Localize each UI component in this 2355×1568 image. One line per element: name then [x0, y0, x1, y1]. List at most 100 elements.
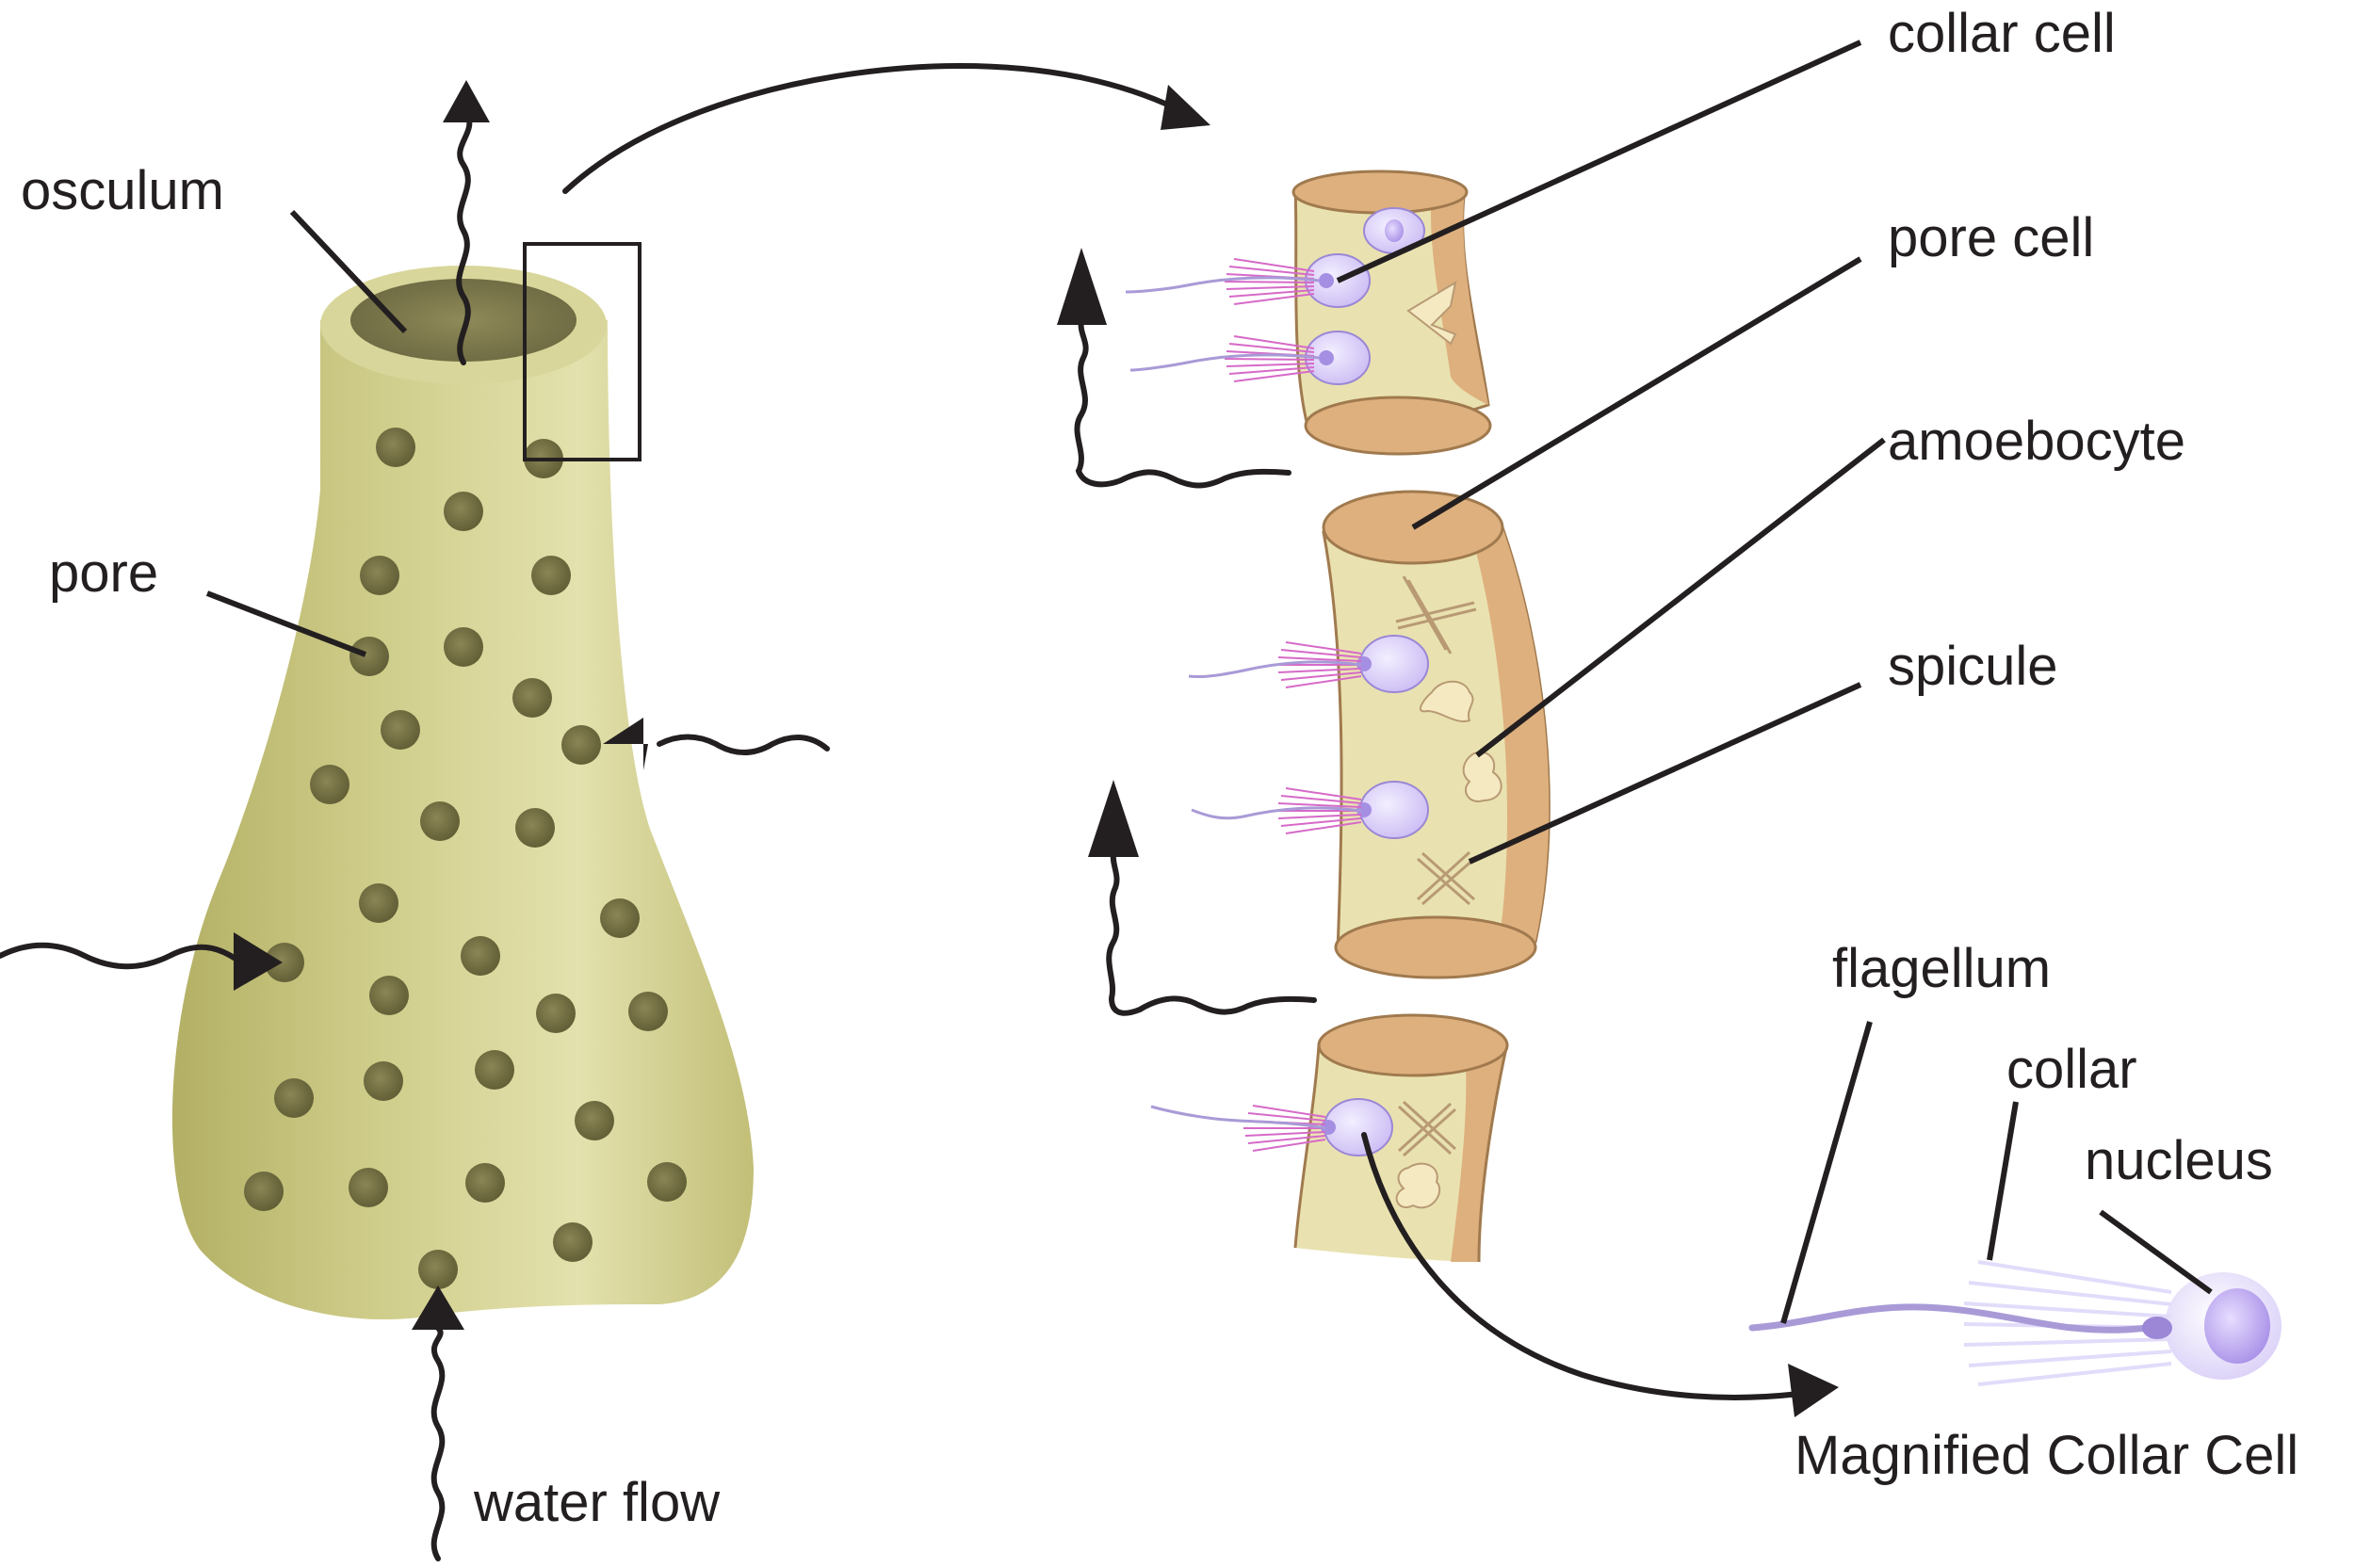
leader-osculum: [289, 209, 408, 334]
pore-dot: [418, 1250, 458, 1289]
osculum-opening: [350, 279, 577, 362]
leader-nucleus: [2099, 1209, 2213, 1295]
leader-collar: [1987, 1101, 2019, 1261]
pore-dot: [244, 1172, 284, 1211]
label-water-flow: water flow: [473, 1472, 721, 1533]
sponge-body-shape: [171, 320, 755, 1320]
leader-amoebocyte: [1475, 437, 1886, 758]
inflow-arrow-bottom: [430, 1325, 446, 1561]
pore-dot: [444, 627, 483, 667]
big-cell-nucleus: [2204, 1288, 2270, 1364]
pore-dot: [420, 801, 460, 841]
zoom-arrow-curve: [562, 62, 1178, 194]
pore-dot: [515, 808, 555, 848]
label-spicule: spicule: [1888, 636, 2058, 697]
big-flagellum: [1748, 1303, 2152, 1334]
label-magnified-collar-cell: Magnified Collar Cell: [1795, 1425, 2298, 1486]
leader-pore: [205, 590, 367, 657]
amoebocyte-shape: [1406, 280, 1457, 346]
collar-cell-3: [1188, 635, 1429, 693]
tissue-bottom-cap: [1334, 915, 1537, 979]
label-flagellum: flagellum: [1832, 938, 2051, 999]
pore-dot: [444, 492, 483, 531]
pore-dot: [512, 678, 552, 718]
pore-dot: [475, 1050, 514, 1090]
pore-dot: [575, 1101, 614, 1140]
water-flow-arrows: [0, 80, 830, 1561]
pore-dot: [364, 1061, 403, 1101]
inflow-arrowhead-left: [234, 932, 283, 991]
pore-dot: [381, 710, 420, 750]
pore-dot: [531, 556, 571, 595]
inflow-arrow-left: [0, 942, 238, 970]
zoom-arrowhead: [1161, 85, 1210, 130]
outflow-arrow: [456, 110, 473, 365]
tissue-flow-arrows: [1057, 248, 1317, 1016]
sponge-body: [171, 242, 755, 1320]
tissue-edge: [1431, 188, 1488, 405]
pore-dot: [310, 765, 349, 804]
amoebocyte-shape: [1462, 751, 1502, 802]
spicule-2: [1416, 850, 1475, 906]
spicule-1: [1395, 575, 1477, 655]
flagellum: [1191, 806, 1362, 820]
tissue-top-cap: [1317, 1013, 1509, 1077]
magnify-arrowhead: [1788, 1364, 1839, 1417]
label-pore-cell: pore cell: [1888, 207, 2094, 268]
leader-collar-cell: [1336, 40, 1862, 283]
inflow-arrowhead-bottom: [412, 1285, 464, 1330]
spicule-3: [1397, 1100, 1457, 1157]
outflow-arrowhead: [443, 80, 490, 122]
pore-dot: [536, 994, 576, 1033]
leader-spicule: [1468, 682, 1862, 865]
pore-dot: [349, 637, 389, 676]
pore-dot: [461, 936, 500, 976]
tissue-segment-bottom: [1150, 1013, 1509, 1263]
pore-dot: [465, 1163, 505, 1203]
leader-lines: [205, 40, 2213, 1324]
tissue-segment-middle: [1188, 490, 1551, 979]
zoom-box: [523, 242, 642, 461]
magnify-arrow-curve: [1361, 1132, 1802, 1400]
pore-dot: [369, 976, 409, 1015]
label-pore: pore: [49, 542, 158, 604]
pore-dot: [553, 1222, 593, 1262]
zoom-arrow: [562, 62, 1210, 194]
pore-dot: [274, 1078, 314, 1118]
pore-dot: [376, 428, 415, 467]
flow-arrow-upper: [1074, 317, 1291, 489]
collar-cell-nucleus: [1319, 350, 1334, 365]
inflow-arrowhead-right: [603, 718, 648, 770]
collar-cell-2: [1129, 331, 1371, 385]
leader-flagellum: [1780, 1021, 1873, 1324]
label-osculum: osculum: [21, 160, 224, 221]
tissue-segment-top: [1125, 170, 1492, 456]
amoebocyte-shape: [1395, 1162, 1441, 1209]
pore-dot: [359, 883, 398, 923]
pore-dot: [647, 1162, 687, 1202]
flagellum: [1129, 353, 1320, 372]
pore-dot: [561, 725, 601, 765]
flagellum: [1125, 276, 1320, 294]
flow-arrowhead-lower: [1088, 780, 1139, 857]
leader-pore-cell: [1411, 256, 1862, 530]
pores: [244, 428, 687, 1289]
tissue-edge: [1451, 1041, 1507, 1262]
tissue-face: [1295, 1026, 1507, 1262]
flow-arrowhead-upper: [1057, 248, 1107, 325]
tissue-top-cap: [1291, 170, 1469, 215]
flow-arrow-lower: [1106, 849, 1317, 1016]
pore-cell-nucleus: [1385, 219, 1404, 242]
magnified-collar-cell: [1748, 1260, 2282, 1386]
pore-dot: [265, 943, 304, 982]
tissue-bottom-cap: [1304, 396, 1492, 456]
pore-dot: [360, 556, 399, 595]
label-nucleus: nucleus: [2085, 1130, 2273, 1191]
collar-cell-nucleus: [1319, 273, 1334, 288]
amoebocyte-shape: [1419, 680, 1474, 723]
tissue-edge: [1470, 524, 1550, 951]
label-collar-cell: collar cell: [1888, 3, 2116, 64]
label-collar: collar: [2006, 1039, 2137, 1100]
magnify-arrow: [1361, 1132, 1839, 1417]
